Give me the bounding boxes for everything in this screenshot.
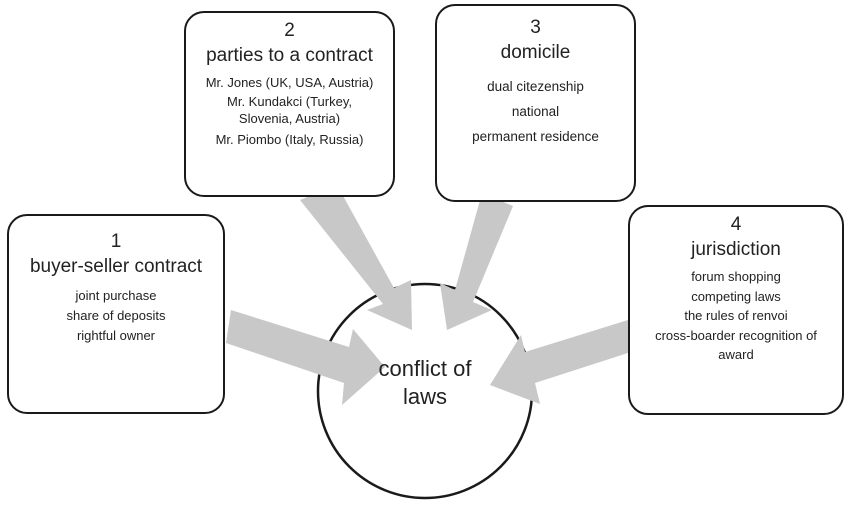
arrow-from-box-2 xyxy=(300,185,412,330)
box-buyer-seller-contract: 1 buyer-seller contract joint purchase s… xyxy=(7,214,225,414)
box-item: rightful owner xyxy=(76,328,156,343)
box-number: 3 xyxy=(530,17,541,38)
box-number: 2 xyxy=(284,20,295,41)
box-title: jurisdiction xyxy=(691,239,781,260)
box-item: permanent residence xyxy=(472,129,599,144)
box-number: 1 xyxy=(110,231,122,252)
box-item: joint purchase xyxy=(75,288,157,303)
arrow-from-box-1 xyxy=(226,310,385,405)
box-item: dual citezenship xyxy=(487,79,584,94)
box-jurisdiction: 4 jurisdiction forum shopping competing … xyxy=(628,205,844,415)
box-number: 4 xyxy=(730,214,742,235)
box-item: Mr. Jones (UK, USA, Austria) xyxy=(205,75,374,90)
arrow-from-box-4 xyxy=(490,320,631,404)
box-item: Mr. Kundakci (Turkey, Slovenia, Austria) xyxy=(227,94,352,126)
box-item: the rules of renvoi xyxy=(684,308,788,323)
box-item: forum shopping xyxy=(691,269,781,284)
box-item: national xyxy=(511,104,560,119)
box-item: cross-boarder recognition of award xyxy=(655,327,817,363)
arrow-from-box-3 xyxy=(440,193,513,330)
box-item: share of deposits xyxy=(66,308,166,323)
center-label: conflict of laws xyxy=(340,355,510,411)
box-title: domicile xyxy=(500,42,571,63)
box-domicile: 3 domicile dual citezenship national per… xyxy=(435,4,636,202)
center-label-line-1: conflict of xyxy=(378,356,472,381)
center-label-line-2: laws xyxy=(402,384,447,409)
box-parties-to-a-contract: 2 parties to a contract Mr. Jones (UK, U… xyxy=(184,11,395,197)
box-title: buyer-seller contract xyxy=(29,256,203,277)
box-title: parties to a contract xyxy=(206,45,373,66)
box-item: competing laws xyxy=(691,288,781,304)
box-item: Mr. Piombo (Italy, Russia) xyxy=(215,132,364,147)
